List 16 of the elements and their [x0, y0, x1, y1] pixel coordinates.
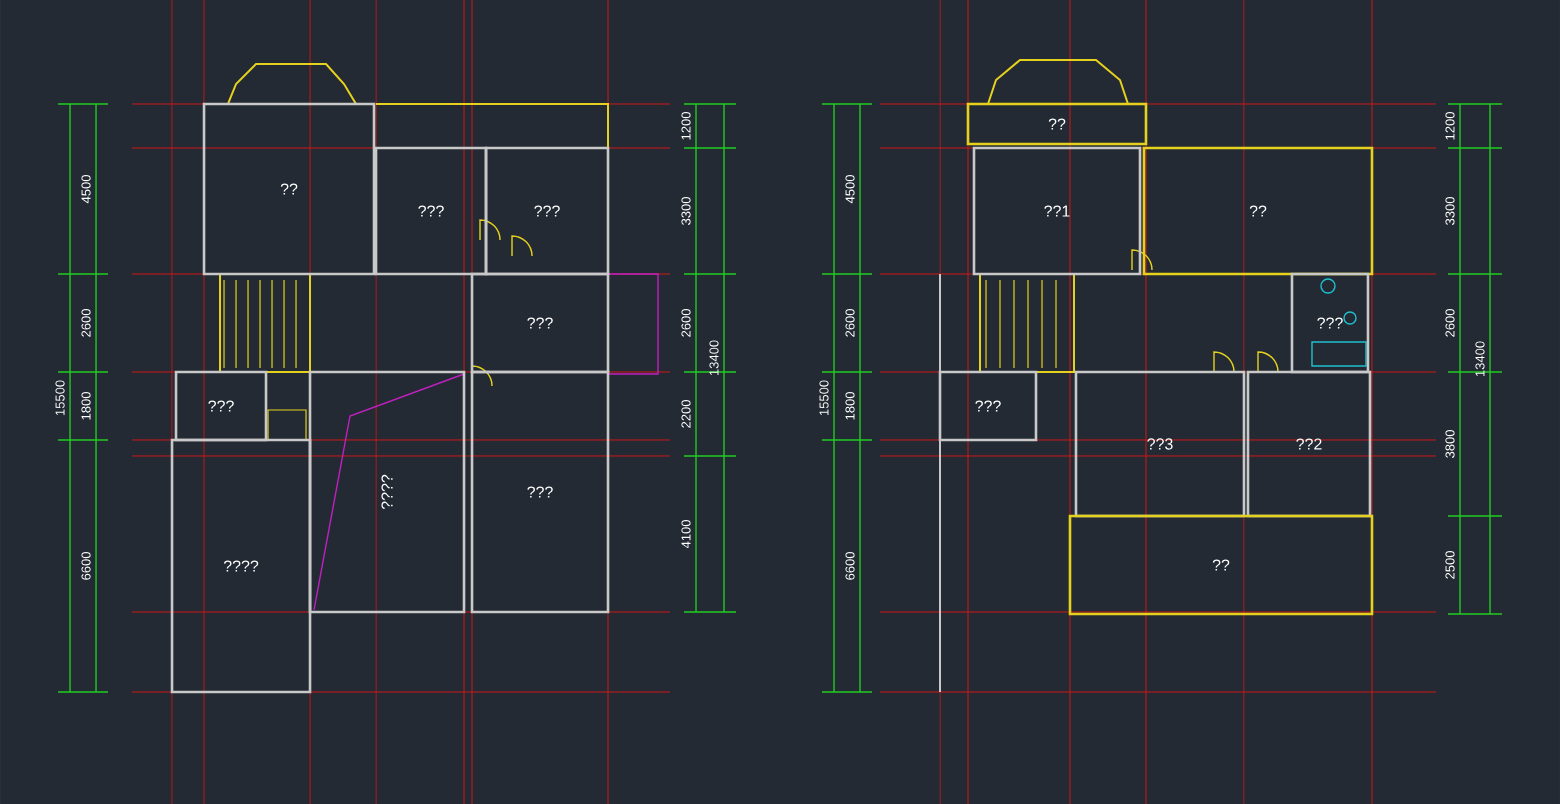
room-outline: ?? — [966, 102, 1148, 146]
room-outline: ??3 — [1074, 370, 1246, 518]
room-outline: ?? — [202, 102, 376, 276]
room-outline: ??1 — [972, 146, 1142, 276]
room-outline: ??? — [938, 370, 1038, 442]
room-outline: ??? — [1290, 272, 1370, 374]
room-outline: ?? — [1142, 146, 1374, 276]
room-outline: ?? — [1068, 514, 1374, 616]
room-outline: ???? — [170, 438, 312, 694]
room-outline: ??? — [470, 272, 610, 374]
room-outline: ??? — [470, 370, 610, 614]
room-outline: ???? — [308, 370, 466, 614]
room-outline: ??? — [174, 370, 268, 442]
room-outline: ??2 — [1246, 370, 1372, 518]
room-outline: ??? — [374, 146, 488, 276]
room-outline: ??? — [484, 146, 610, 276]
